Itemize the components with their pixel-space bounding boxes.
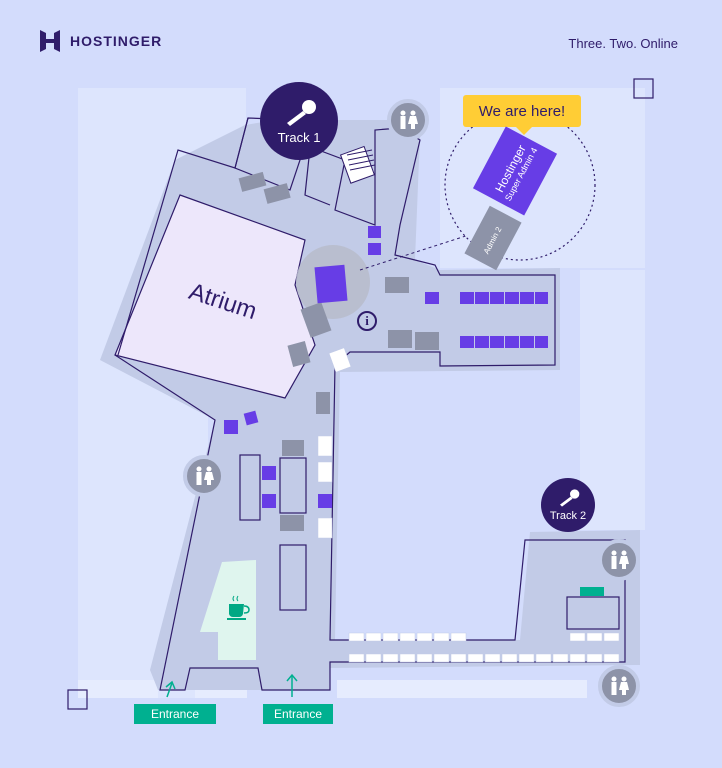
tagline: Three. Two. Online <box>568 36 678 51</box>
stairs <box>339 145 376 184</box>
booths-gray <box>238 171 439 531</box>
restroom-icon[interactable] <box>598 665 640 707</box>
coffee-cup-icon <box>227 595 250 620</box>
booths-white <box>317 347 620 663</box>
brand-name: HOSTINGER <box>70 33 163 49</box>
restroom-icon[interactable] <box>598 539 640 581</box>
you-are-here-callout: We are here! <box>463 95 581 135</box>
islands <box>239 454 620 630</box>
entrance-left[interactable]: Entrance <box>134 704 216 724</box>
info-desk <box>580 587 604 596</box>
info-icon[interactable]: i <box>357 311 377 331</box>
stage-track-1[interactable]: Track 1 <box>260 82 338 160</box>
stage-label: Track 2 <box>549 510 587 522</box>
arrow-up-icon <box>165 673 298 698</box>
brand-logo: HOSTINGER <box>40 30 162 52</box>
microphone-icon <box>287 99 316 126</box>
stage-track-2[interactable]: Track 2 <box>541 478 595 532</box>
stage-label: Track 1 <box>277 129 321 145</box>
cafe-area <box>200 560 256 660</box>
booths-purple <box>224 226 548 508</box>
hostinger-logo-icon <box>40 30 60 52</box>
entrance-label: Entrance <box>150 707 200 721</box>
entrance-center[interactable]: Entrance <box>263 704 333 724</box>
callout-text: We are here! <box>478 102 566 120</box>
microphone-icon <box>560 489 580 507</box>
restroom-icon[interactable] <box>183 455 225 497</box>
restroom-icon[interactable] <box>387 99 429 141</box>
entrance-label: Entrance <box>273 707 323 721</box>
